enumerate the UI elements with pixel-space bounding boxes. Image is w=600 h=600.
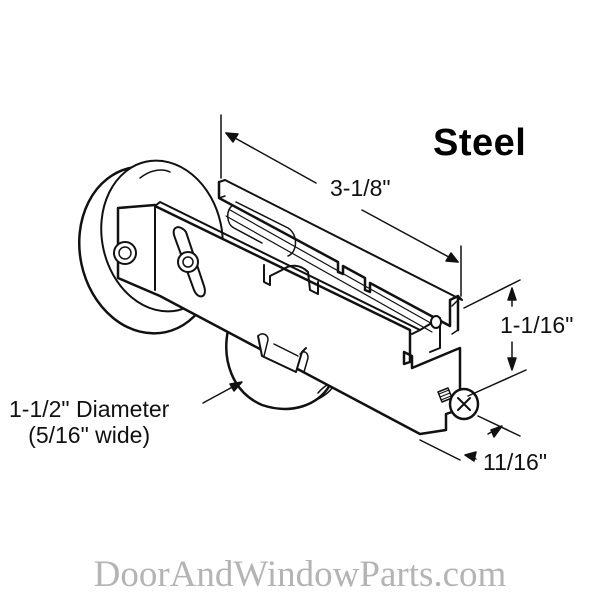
- wheel-dimension-label: 1-1/2" Diameter (5/16" wide): [9, 398, 169, 447]
- height-dimension-label: 1-1/16": [500, 312, 574, 338]
- width-dimension-label: 11/16": [483, 449, 548, 475]
- width-dimension-line: [419, 415, 521, 462]
- adjustment-screw-icon: [437, 387, 480, 421]
- diameter-leader-arrow: [202, 381, 243, 404]
- lower-clip: [257, 333, 309, 373]
- height-dimension-line: [463, 279, 527, 397]
- material-label: Steel: [433, 122, 527, 164]
- wheel-diameter-label: 1-1/2" Diameter: [9, 396, 170, 422]
- upper-clip: [263, 264, 319, 295]
- axle: [225, 201, 437, 333]
- adjuster-slot-icon: [172, 226, 206, 298]
- length-dimension-line: [220, 114, 462, 297]
- watermark: DoorAndWindowParts.com: [93, 554, 507, 595]
- channel-back-wall: [217, 179, 463, 332]
- wheel-width-label: (5/16" wide): [28, 422, 151, 448]
- length-dimension-label: 3-1/8": [330, 175, 391, 201]
- axle-hub-icon: [113, 241, 137, 265]
